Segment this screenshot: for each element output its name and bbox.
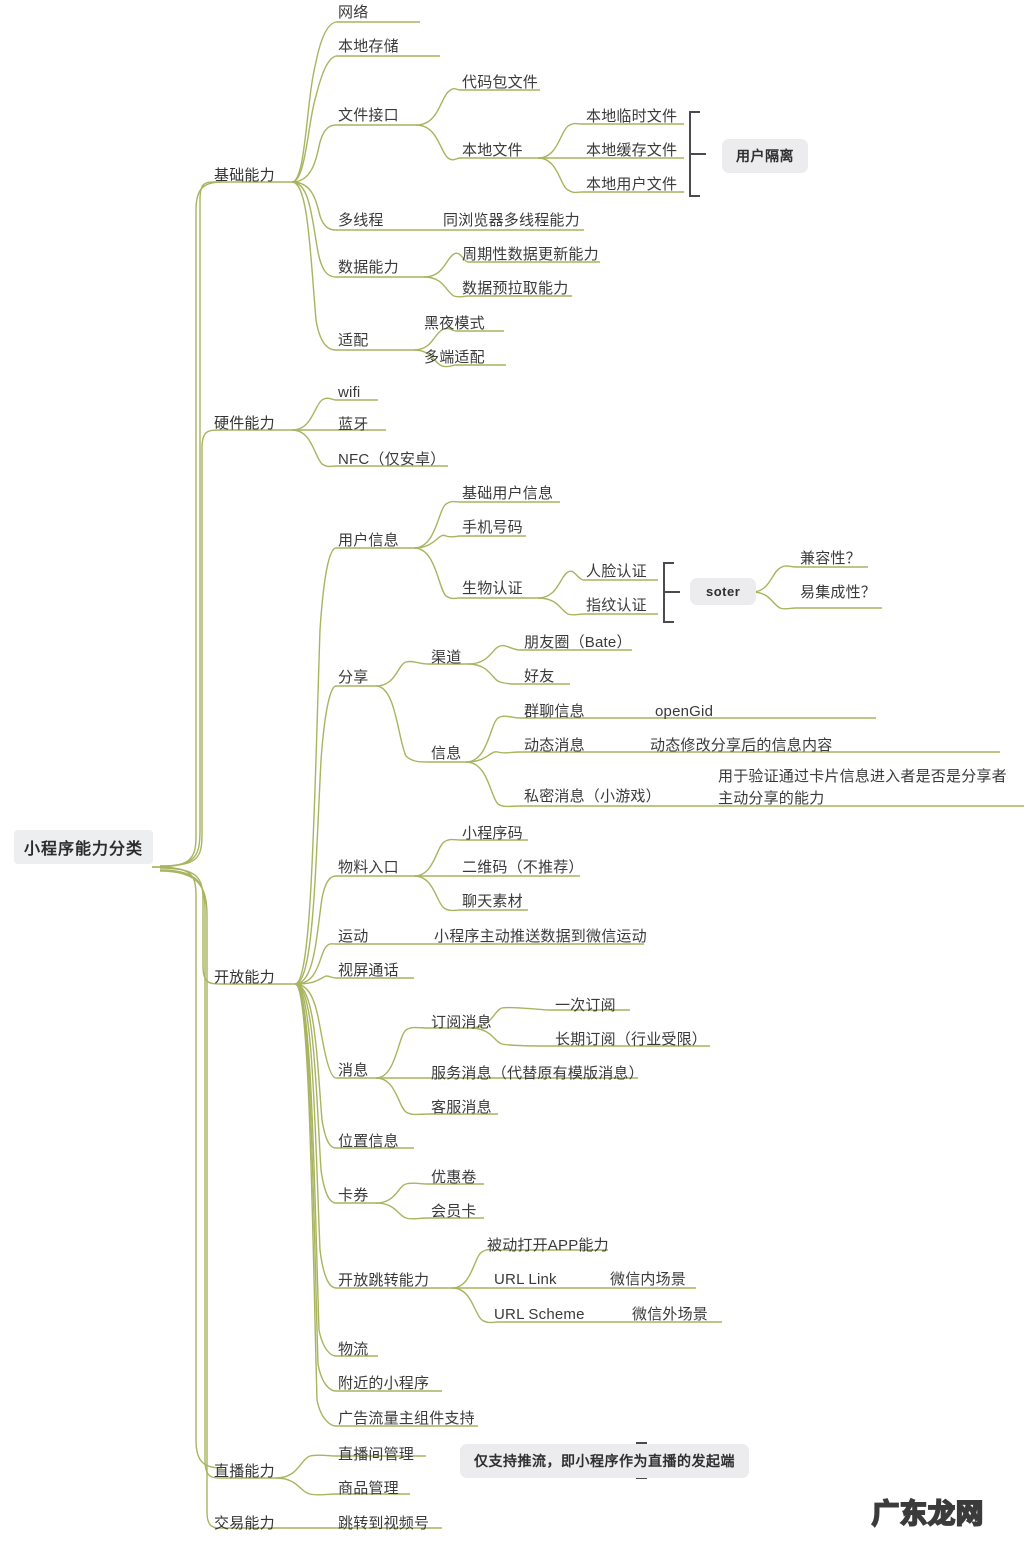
node-network[interactable]: 网络 — [338, 4, 369, 21]
node-service-message[interactable]: 服务消息（代替原有模版消息） — [431, 1065, 644, 1082]
node-chat-material[interactable]: 聊天素材 — [462, 893, 523, 910]
node-phone-number[interactable]: 手机号码 — [462, 519, 523, 536]
node-subscribe-message[interactable]: 订阅消息 — [431, 1014, 492, 1031]
node-local-user-file[interactable]: 本地用户文件 — [586, 176, 678, 193]
node-bluetooth[interactable]: 蓝牙 — [338, 416, 369, 433]
badge-live-push-only: 仅支持推流，即小程序作为直播的发起端 — [460, 1444, 749, 1478]
node-product-management[interactable]: 商品管理 — [338, 1480, 399, 1497]
node-compatibility-question[interactable]: 兼容性？ — [800, 550, 861, 567]
node-code-package-file[interactable]: 代码包文件 — [462, 74, 539, 91]
node-share-channel[interactable]: 渠道 — [431, 649, 462, 666]
node-message[interactable]: 消息 — [338, 1062, 369, 1079]
node-adaptation[interactable]: 适配 — [338, 332, 369, 349]
node-material-entry[interactable]: 物料入口 — [338, 859, 399, 876]
node-local-temp-file[interactable]: 本地临时文件 — [586, 108, 678, 125]
node-local-file[interactable]: 本地文件 — [462, 142, 523, 159]
badge-user-isolation: 用户隔离 — [722, 139, 808, 173]
node-local-storage[interactable]: 本地存储 — [338, 38, 399, 55]
node-data-capability[interactable]: 数据能力 — [338, 259, 399, 276]
root-node[interactable]: 小程序能力分类 — [14, 830, 154, 864]
node-data-prefetch[interactable]: 数据预拉取能力 — [462, 280, 569, 297]
node-opengid[interactable]: openGid — [655, 703, 714, 720]
node-fingerprint-auth[interactable]: 指纹认证 — [586, 597, 647, 614]
node-local-cache-file[interactable]: 本地缓存文件 — [586, 142, 678, 159]
node-customer-service-message[interactable]: 客服消息 — [431, 1099, 492, 1116]
node-logistics[interactable]: 物流 — [338, 1341, 369, 1358]
node-open-capability[interactable]: 开放能力 — [214, 969, 275, 986]
node-url-link[interactable]: URL Link — [494, 1271, 557, 1288]
node-card-coupon[interactable]: 卡券 — [338, 1187, 369, 1204]
node-passive-open-app[interactable]: 被动打开APP能力 — [487, 1237, 609, 1254]
node-private-message[interactable]: 私密消息（小游戏） — [524, 788, 661, 805]
node-integration-question[interactable]: 易集成性？ — [800, 584, 877, 601]
node-wechat-internal-scene: 微信内场景 — [610, 1271, 687, 1288]
node-multithread[interactable]: 多线程 — [338, 212, 384, 229]
node-periodic-data-update[interactable]: 周期性数据更新能力 — [462, 246, 599, 263]
node-biometric-auth[interactable]: 生物认证 — [462, 580, 523, 597]
node-sports-desc: 小程序主动推送数据到微信运动 — [434, 928, 647, 945]
node-sports[interactable]: 运动 — [338, 928, 369, 945]
node-moments[interactable]: 朋友圈（Bate） — [524, 634, 632, 651]
node-dynamic-message-desc: 动态修改分享后的信息内容 — [650, 737, 833, 754]
node-share[interactable]: 分享 — [338, 669, 369, 686]
node-long-term-subscribe[interactable]: 长期订阅（行业受限） — [555, 1031, 708, 1048]
node-dynamic-message[interactable]: 动态消息 — [524, 737, 585, 754]
node-video-call[interactable]: 视屏通话 — [338, 962, 399, 979]
node-one-time-subscribe[interactable]: 一次订阅 — [555, 997, 616, 1014]
node-member-card[interactable]: 会员卡 — [431, 1203, 477, 1220]
node-basic-user-info[interactable]: 基础用户信息 — [462, 485, 554, 502]
badge-soter: soter — [690, 578, 757, 605]
node-coupon[interactable]: 优惠卷 — [431, 1169, 477, 1186]
node-friends[interactable]: 好友 — [524, 668, 555, 685]
node-qr-code[interactable]: 二维码（不推荐） — [462, 859, 584, 876]
node-open-jump-capability[interactable]: 开放跳转能力 — [338, 1272, 430, 1289]
node-multi-device-adaptation[interactable]: 多端适配 — [424, 349, 485, 366]
node-ad-traffic-component[interactable]: 广告流量主组件支持 — [338, 1410, 475, 1427]
node-nfc[interactable]: NFC（仅安卓） — [338, 451, 446, 468]
node-location-info[interactable]: 位置信息 — [338, 1133, 399, 1150]
node-wechat-external-scene: 微信外场景 — [632, 1306, 709, 1323]
node-wifi[interactable]: wifi — [338, 384, 361, 401]
node-hardware-capability[interactable]: 硬件能力 — [214, 415, 275, 432]
node-transaction-capability[interactable]: 交易能力 — [214, 1515, 275, 1532]
watermark: 广东龙网 — [871, 1498, 984, 1530]
node-url-scheme[interactable]: URL Scheme — [494, 1306, 585, 1323]
node-user-info[interactable]: 用户信息 — [338, 532, 399, 549]
node-mini-program-code[interactable]: 小程序码 — [462, 825, 523, 842]
node-live-room-management[interactable]: 直播间管理 — [338, 1446, 415, 1463]
node-dark-mode[interactable]: 黑夜模式 — [424, 315, 485, 332]
node-file-interface[interactable]: 文件接口 — [338, 107, 399, 124]
node-private-message-desc: 用于验证通过卡片信息进入者是否是分享者主动分享的能力 — [718, 768, 1007, 807]
node-face-auth[interactable]: 人脸认证 — [586, 563, 647, 580]
node-group-chat-info[interactable]: 群聊信息 — [524, 703, 585, 720]
node-browser-multithread-capability[interactable]: 同浏览器多线程能力 — [443, 212, 580, 229]
node-basic-capability[interactable]: 基础能力 — [214, 167, 275, 184]
node-live-capability[interactable]: 直播能力 — [214, 1463, 275, 1480]
node-jump-to-channels[interactable]: 跳转到视频号 — [338, 1515, 430, 1532]
node-nearby-mini-programs[interactable]: 附近的小程序 — [338, 1375, 430, 1392]
node-share-message[interactable]: 信息 — [431, 745, 462, 762]
